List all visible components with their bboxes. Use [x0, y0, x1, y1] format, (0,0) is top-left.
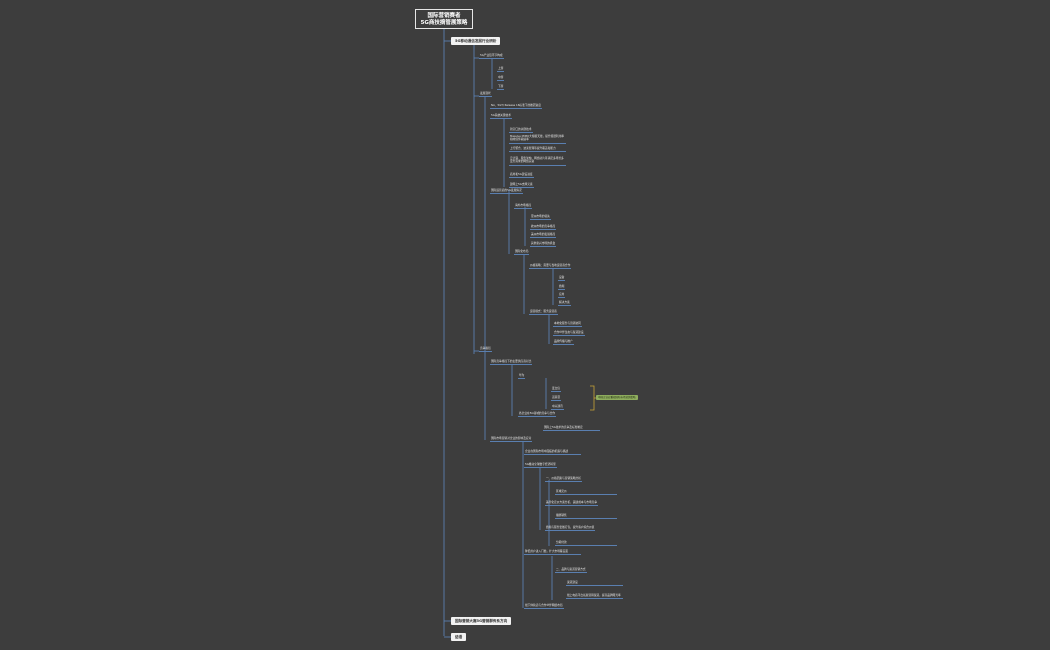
branch-marketing-direction[interactable]: 国际营销大赛5G营销群传系方向: [451, 617, 512, 625]
topic-node[interactable]: 解决方案: [558, 300, 571, 307]
topic-node[interactable]: 亚洲市场的领先: [530, 214, 551, 221]
topic-node[interactable]: 降低用户进入门槛，扩大市场覆盖面: [524, 549, 581, 556]
topic-node[interactable]: NA、5GT/ Release 16标准下的推研进度: [490, 103, 542, 110]
topic-node[interactable]: 建网上5G支撑元素: [509, 182, 534, 189]
summary-bracket: [590, 385, 596, 411]
topic-node[interactable]: 分期付款: [555, 540, 617, 547]
root-title-line2: 5G商技摘管展策略: [420, 20, 468, 26]
topic-node[interactable]: 本地化服务与营销协同: [553, 321, 582, 328]
topic-node[interactable]: 品牌传播与推广: [553, 339, 574, 346]
topic-node[interactable]: 区域定价: [555, 489, 617, 496]
root-title-line1: 国际营销赛者: [427, 13, 461, 19]
topic-node[interactable]: 上游: [497, 66, 505, 73]
topic-node[interactable]: 合作伙伴生态与渠道建设: [553, 330, 585, 337]
topic-node[interactable]: 竞争格局: [479, 346, 492, 353]
topic-node[interactable]: 国际化布局: [514, 249, 530, 256]
topic-node[interactable]: 其他新兴市场的机会: [530, 241, 557, 248]
topic-node[interactable]: 欧洲市场的竞争格局: [530, 224, 557, 231]
topic-node[interactable]: 国际运营商的5G发展情况: [490, 188, 523, 195]
topic-node[interactable]: 终端: [558, 284, 566, 291]
topic-node[interactable]: 商用和5G建设进度: [509, 172, 534, 179]
root-topic[interactable]: 国际营销赛者 5G商技摘管展策略: [415, 9, 473, 29]
topic-node[interactable]: 差异化定价方案分析，兼顾成本与市场竞争: [545, 500, 599, 507]
topic-node[interactable]: 云计算、服务架构、网络切片等满足多场景多业务需求的网络演进: [509, 156, 566, 166]
topic-node[interactable]: 诺基亚: [551, 395, 562, 402]
topic-node[interactable]: 应用: [558, 292, 566, 299]
topic-node[interactable]: 运营模式：服务运营商: [529, 309, 558, 316]
topic-node[interactable]: 上行聚合、波束管理等提升覆盖和能力: [509, 146, 566, 153]
branch-industry-analysis[interactable]: 5G移动通信发展行业研析: [451, 37, 501, 45]
topic-node[interactable]: 中游: [497, 75, 505, 82]
topic-node[interactable]: 发展现状: [479, 91, 492, 98]
highlight-tag: 中国企业应重视国际市场营销策略: [596, 395, 638, 400]
topic-node[interactable]: 华为: [518, 373, 526, 380]
topic-node[interactable]: 国际竞争格局下的主要供应商对比: [490, 359, 533, 366]
topic-node[interactable]: 各企业在5G领域的竞争与合作: [518, 411, 557, 418]
topic-node[interactable]: 终端与服务套餐打包，提升客户综合价值: [545, 525, 596, 532]
topic-node[interactable]: 线上电商平台拓展营销渠道，提高品牌曝光率: [566, 593, 623, 600]
topic-node[interactable]: 二、品牌与渠道营销方式: [555, 567, 587, 574]
topic-node[interactable]: 渠道建设: [566, 580, 623, 587]
topic-node[interactable]: 价格策略：需要与当地运营商合作: [529, 263, 572, 270]
topic-node[interactable]: 线下体验店与合作伙伴网络布局: [524, 603, 564, 610]
topic-node[interactable]: 企业在国际市场中面临的机遇与挑战: [524, 449, 581, 456]
topic-node[interactable]: 5G产业链环节构成: [479, 53, 504, 60]
topic-node[interactable]: 新空口的关键技术: [509, 127, 533, 134]
topic-node[interactable]: 一、价格因素与营销策略分析: [545, 476, 582, 483]
topic-node[interactable]: 中兴通讯: [551, 404, 564, 411]
topic-node[interactable]: 下游: [497, 84, 505, 91]
topic-node[interactable]: 国际上5G技术的竞争及标准制定: [543, 425, 600, 432]
topic-node[interactable]: 海外市场格局: [514, 203, 533, 210]
topic-node[interactable]: 5G推动全球数字经济转型: [524, 462, 557, 469]
topic-node[interactable]: 设备: [558, 275, 566, 282]
branch-conclusion[interactable]: 结语: [451, 633, 467, 641]
topic-node[interactable]: Massive MIMO大规模天线，提升频谱利用率和峰值传输速率: [509, 134, 566, 144]
topic-node[interactable]: 爱立信: [551, 386, 562, 393]
topic-node[interactable]: 国际市场营销对企业的影响及应对: [490, 436, 533, 443]
topic-node[interactable]: 捆绑销售: [555, 513, 617, 520]
topic-node[interactable]: 5G系统关键技术: [490, 113, 512, 120]
topic-node[interactable]: 美洲市场的发展格局: [530, 232, 557, 239]
